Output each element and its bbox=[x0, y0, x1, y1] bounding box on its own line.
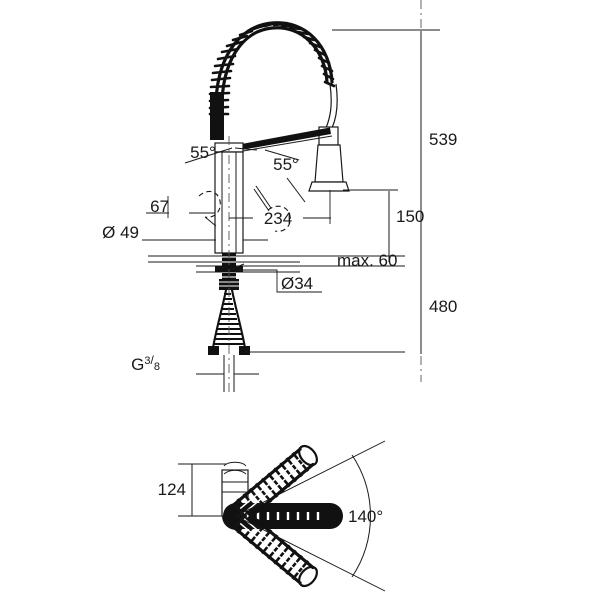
elevation-view-group: 67 Ø 49 234 150 m bbox=[102, 0, 457, 396]
dimension-label-dia34: Ø34 bbox=[281, 274, 313, 293]
dimension-label-55-right: 55° bbox=[273, 155, 299, 174]
spout-arm bbox=[227, 127, 333, 154]
dimension-label-55-left: 55° bbox=[190, 143, 216, 162]
plan-view-group: 140° 124 bbox=[158, 440, 386, 592]
angle-leaders-55 bbox=[184, 147, 306, 203]
dimension-label-dia49: Ø 49 bbox=[102, 223, 139, 242]
dimension-thread-g38: G3/8 bbox=[131, 351, 405, 375]
dimension-label-234: 234 bbox=[264, 209, 292, 228]
dimension-handle-offset: 67 bbox=[146, 196, 215, 218]
plan-angle-arc: 140° bbox=[348, 454, 383, 578]
dimension-label-thread: G3/8 bbox=[131, 353, 160, 374]
spout-head bbox=[308, 126, 350, 192]
dimension-spout-reach: 234 bbox=[229, 190, 331, 228]
dimension-spout-height: 150 bbox=[343, 189, 424, 262]
dimension-hole-diameter: Ø34 bbox=[228, 263, 322, 293]
dimension-label-67: 67 bbox=[150, 197, 169, 216]
plan-spout-upper bbox=[232, 444, 318, 522]
dimension-max-counter: max. 60 bbox=[337, 251, 397, 270]
thread-letter: G bbox=[131, 355, 144, 374]
dimension-label-480: 480 bbox=[429, 297, 457, 316]
dimension-base-diameter: Ø 49 bbox=[102, 223, 268, 242]
handle-swivel-arcs bbox=[198, 185, 291, 232]
dimension-label-539: 539 bbox=[429, 130, 457, 149]
dimension-label-max60: max. 60 bbox=[337, 251, 397, 270]
dimension-label-150: 150 bbox=[396, 207, 424, 226]
dimension-label-124: 124 bbox=[158, 480, 186, 499]
dimension-plan-depth: 124 bbox=[158, 463, 226, 517]
dimension-overall-height: 539 bbox=[332, 29, 457, 263]
dimension-label-140deg: 140° bbox=[348, 507, 383, 526]
plan-spout-lower bbox=[232, 510, 318, 588]
thread-denominator: 8 bbox=[154, 361, 160, 373]
hose-to-spout bbox=[325, 83, 338, 129]
plan-angle-leaders bbox=[235, 440, 386, 592]
spring-coil-hose bbox=[208, 21, 336, 140]
plan-spout-center bbox=[223, 503, 343, 529]
thread-numerator: 3 bbox=[144, 355, 150, 367]
dimension-base-height: 480 bbox=[420, 258, 457, 354]
